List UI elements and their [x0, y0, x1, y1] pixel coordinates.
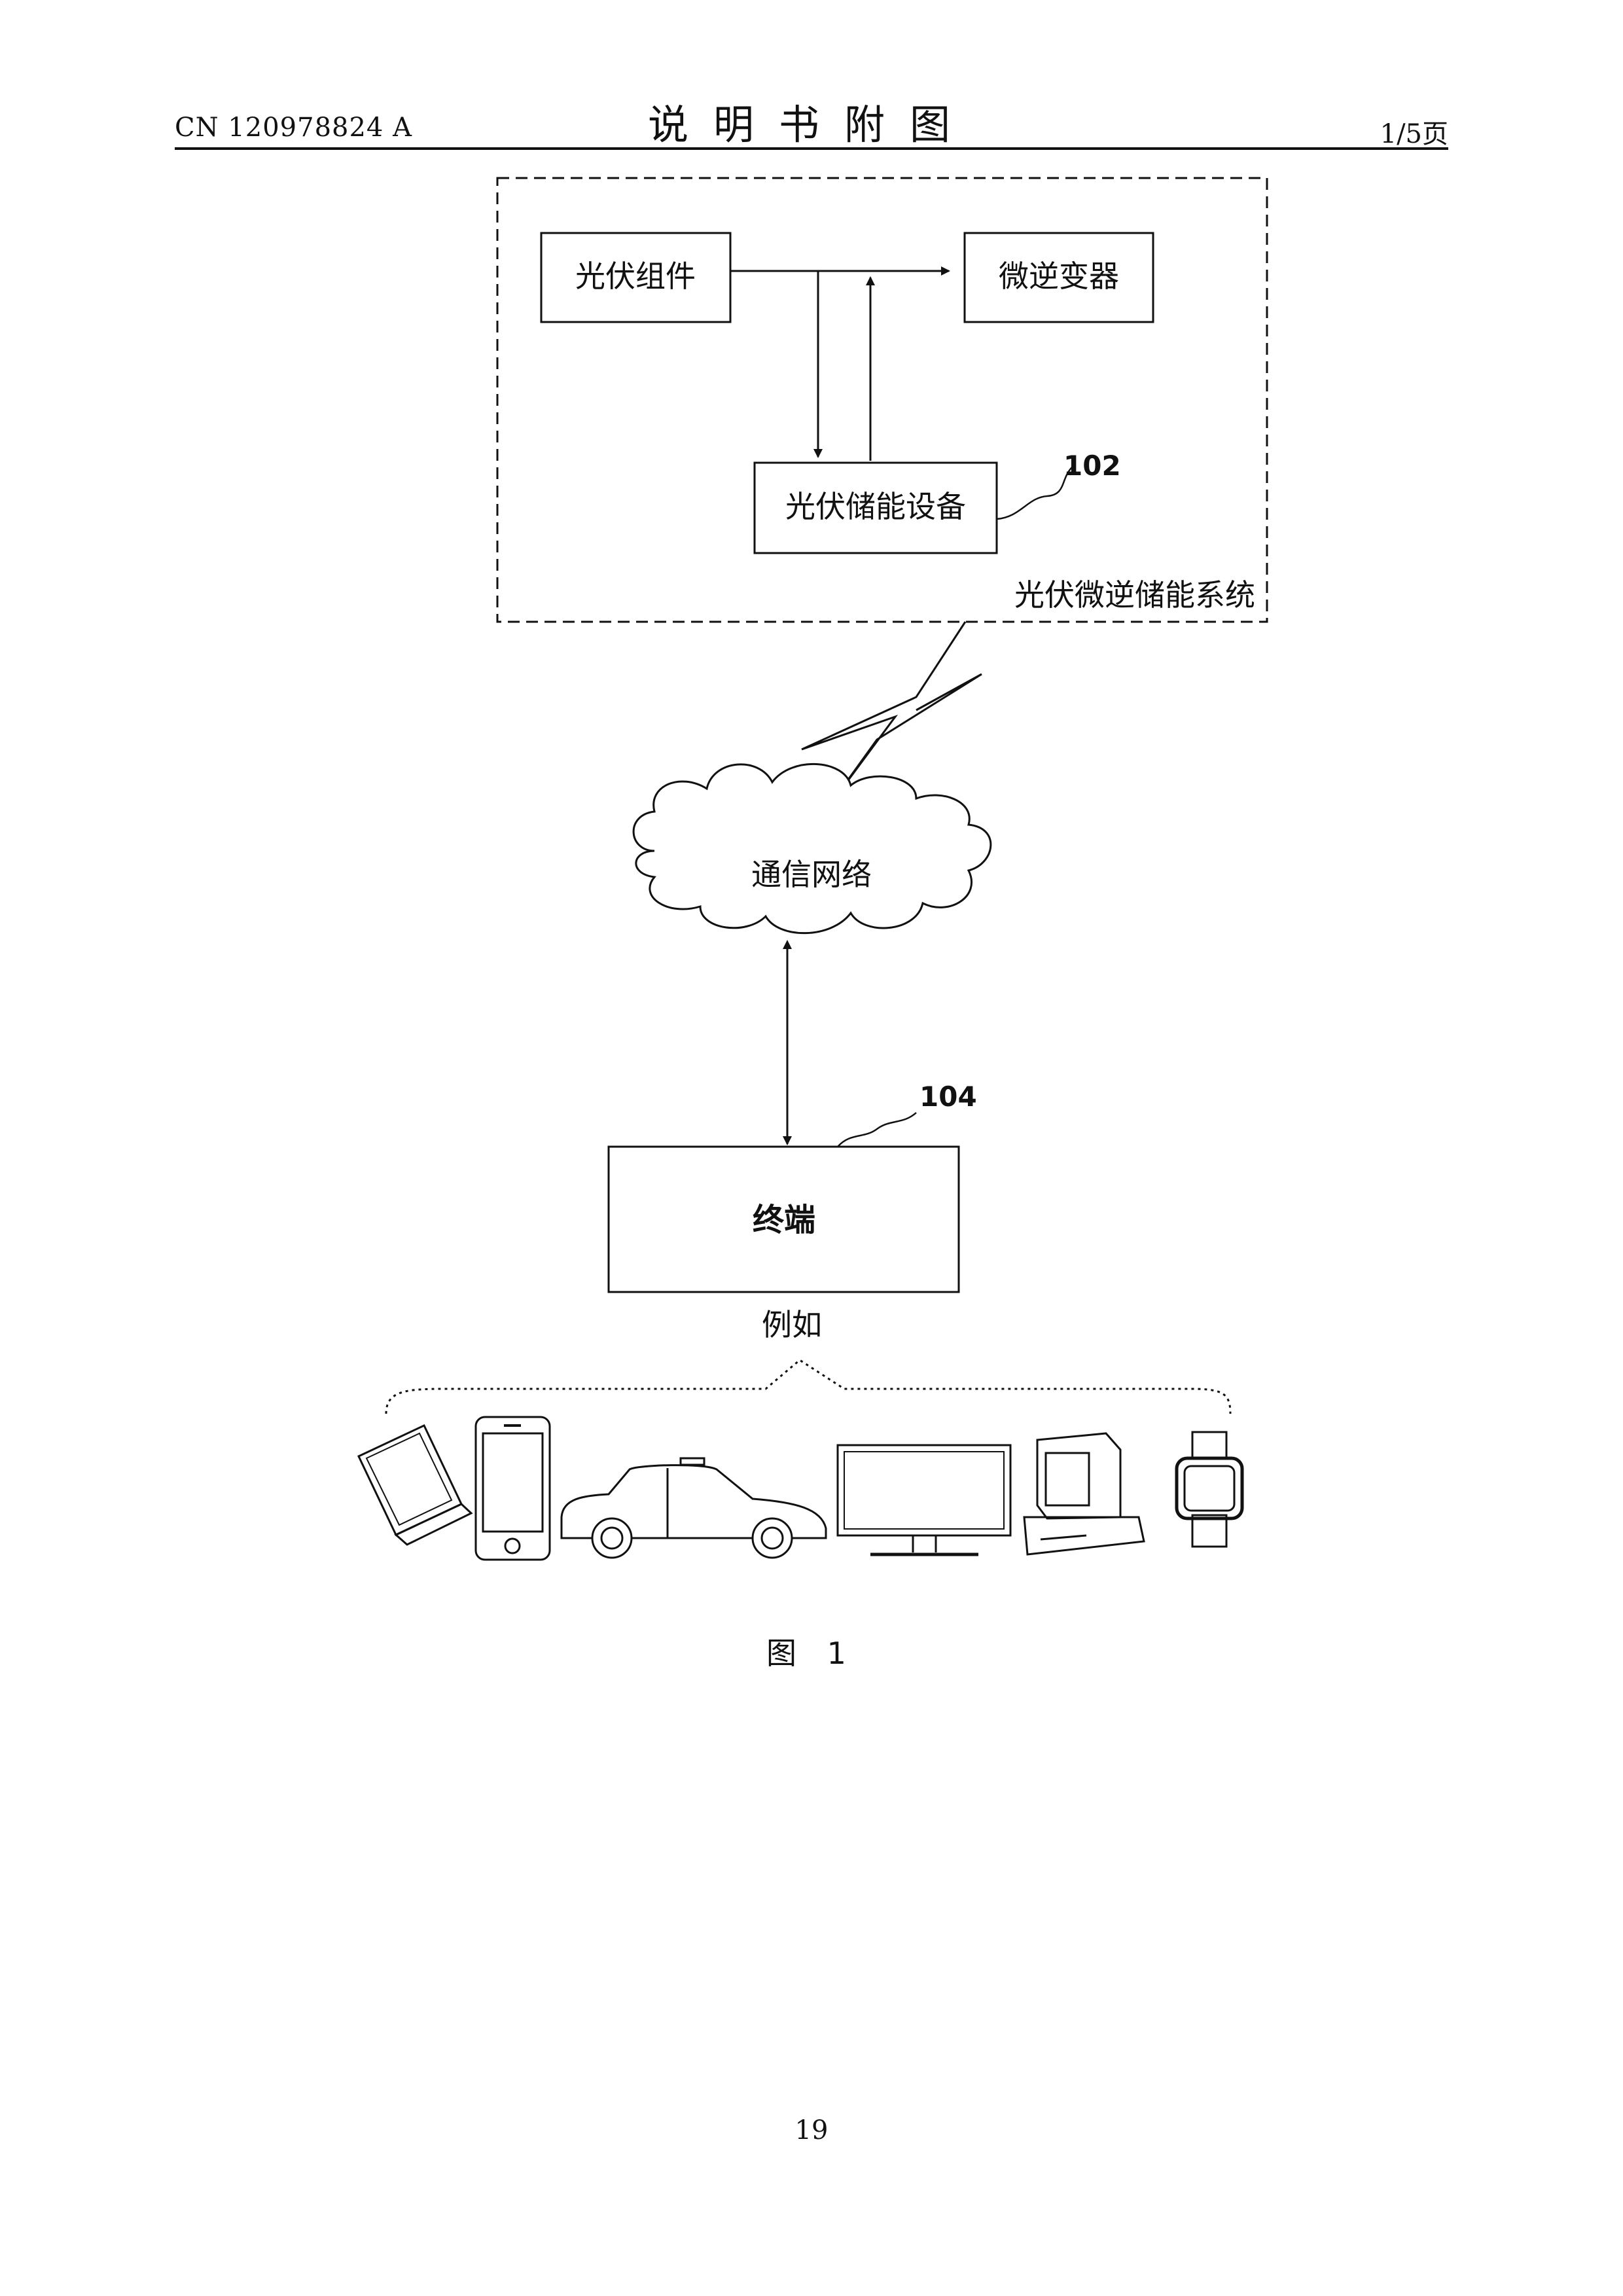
smartwatch-icon	[1177, 1432, 1242, 1547]
figure-caption: 图 1	[0, 1630, 1623, 1673]
system-label: 光伏微逆储能系统	[1014, 577, 1255, 613]
micro-inverter-label: 微逆变器	[999, 259, 1119, 294]
monitor-icon	[838, 1445, 1010, 1554]
devices-brace	[386, 1360, 1230, 1414]
ref-104-label: 104	[919, 1081, 977, 1113]
cloud-icon	[633, 764, 991, 933]
page-number: 19	[0, 2115, 1623, 2145]
pv-storage-label: 光伏储能设备	[785, 489, 966, 524]
terminal-label: 终端	[753, 1202, 815, 1238]
ref-102-label: 102	[1063, 450, 1121, 482]
ref-102-leader	[997, 466, 1073, 519]
example-label: 例如	[762, 1307, 822, 1342]
laptop-icon	[359, 1426, 471, 1545]
smartphone-icon	[476, 1417, 550, 1560]
desktop-computer-icon	[1024, 1433, 1144, 1554]
pv-module-label: 光伏组件	[575, 259, 696, 294]
ref-104-leader	[838, 1113, 916, 1147]
car-icon	[562, 1458, 826, 1558]
network-label: 通信网络	[751, 857, 872, 892]
